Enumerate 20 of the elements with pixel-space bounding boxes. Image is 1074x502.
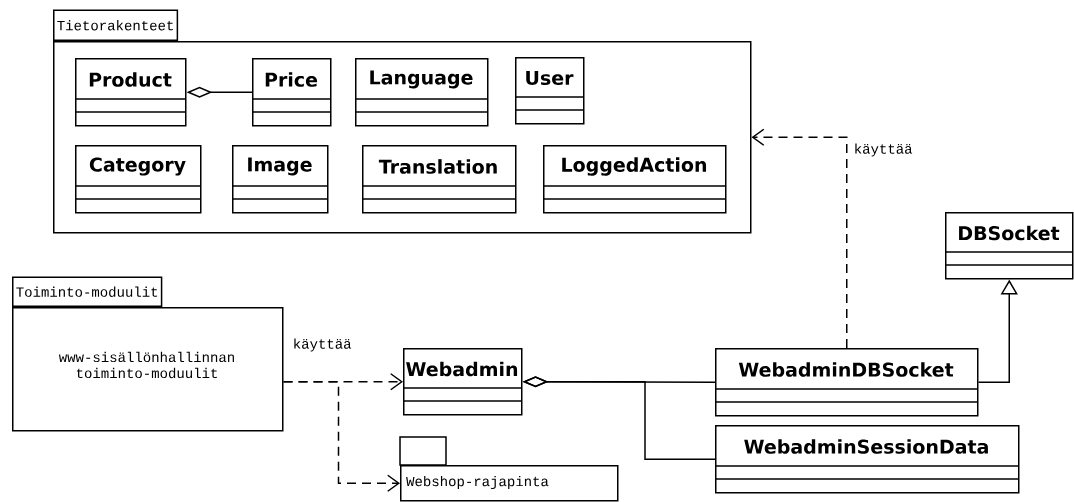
class-box: Translation <box>361 145 517 214</box>
dependency-arrow <box>751 128 848 349</box>
package-frame: Webshop-rajapinta <box>399 436 619 502</box>
edge-label: käyttää <box>852 142 914 158</box>
class-box: Product <box>74 58 187 127</box>
class-box: DBSocket <box>944 212 1074 280</box>
package-frame: Toiminto-moduulit www-sisällönhallinnan toiminto-moduulit <box>12 276 284 432</box>
node-label: Toiminto-moduulit <box>16 286 158 297</box>
dependency-arrow <box>282 381 400 492</box>
class-box: User <box>514 57 585 125</box>
class-box: Image <box>231 145 329 214</box>
class-box: Category <box>74 145 202 214</box>
class-box: WebadminDBSocket <box>714 348 979 417</box>
edge-label: käyttää <box>291 337 353 353</box>
class-box: LoggedAction <box>542 145 727 214</box>
node-label: Tietorakenteet <box>57 20 173 31</box>
class-box: Webadmin <box>402 348 523 416</box>
class-box: WebadminSessionData <box>714 425 1020 494</box>
class-box: Language <box>354 58 489 127</box>
class-box: Price <box>251 58 332 127</box>
